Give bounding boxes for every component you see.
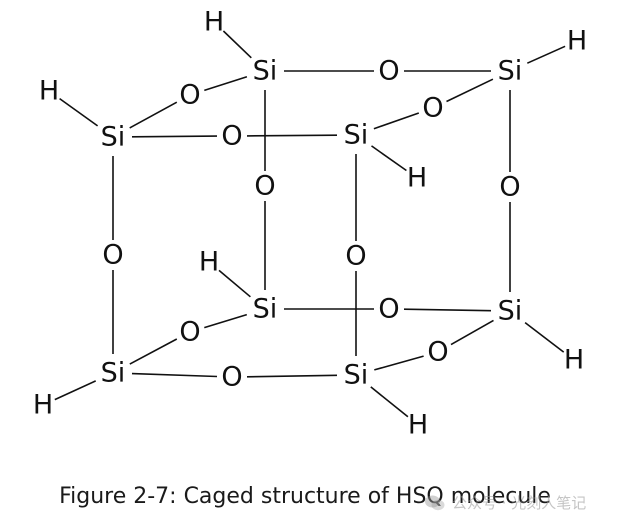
atom-o11: O xyxy=(499,172,520,203)
figure-caption: Figure 2-7: Caged structure of HSQ molec… xyxy=(59,484,551,509)
atom-o4: O xyxy=(221,121,242,152)
atom-h5: H xyxy=(33,390,53,421)
bond-si8-h8 xyxy=(370,386,409,418)
bond-o4-si1 xyxy=(131,135,218,138)
atom-h8: H xyxy=(408,410,428,441)
bond-o3-si4 xyxy=(373,112,420,130)
atom-o9: O xyxy=(102,240,123,271)
bond-si1-o1 xyxy=(129,101,178,129)
atom-o6: O xyxy=(378,294,399,325)
atom-si5: Si xyxy=(101,358,126,389)
bond-si6-h6 xyxy=(218,269,251,298)
atom-h6: H xyxy=(199,247,219,278)
atom-o1: O xyxy=(179,80,200,111)
atom-o8: O xyxy=(221,362,242,393)
atom-si4: Si xyxy=(344,120,369,151)
atom-h4: H xyxy=(407,163,427,194)
atom-h3: H xyxy=(567,26,587,57)
bond-si3-h3 xyxy=(526,45,566,64)
bond-o1-si2 xyxy=(204,76,248,92)
atom-o3: O xyxy=(422,93,443,124)
atom-si6: Si xyxy=(253,294,278,325)
atom-h1: H xyxy=(39,76,59,107)
atom-si7: Si xyxy=(498,296,523,327)
bond-o8-si5 xyxy=(131,372,218,378)
bond-o7-si8 xyxy=(374,355,424,371)
atom-o2: O xyxy=(378,56,399,87)
atom-o7: O xyxy=(427,337,448,368)
bond-si4-o4 xyxy=(246,134,338,137)
wechat-icon xyxy=(425,495,445,510)
bond-o6-si7 xyxy=(403,308,492,312)
atom-o10: O xyxy=(254,171,275,202)
watermark-text: 公众号 · 光刻人笔记 xyxy=(452,494,587,512)
atom-h7: H xyxy=(564,345,584,376)
bond-si3-o3 xyxy=(446,78,494,103)
atom-o12: O xyxy=(345,241,366,272)
bond-si8-o8 xyxy=(246,374,338,378)
atom-si3: Si xyxy=(498,56,523,87)
atom-h2: H xyxy=(204,7,224,38)
watermark: 公众号 · 光刻人笔记 xyxy=(424,492,586,513)
atom-si1: Si xyxy=(101,122,126,153)
bond-si2-h2 xyxy=(222,30,252,59)
atom-si8: Si xyxy=(344,360,369,391)
bond-si1-h1 xyxy=(59,97,99,127)
atom-si2: Si xyxy=(253,56,278,87)
bond-lines xyxy=(54,30,566,418)
bond-o5-si6 xyxy=(204,313,248,329)
bond-si7-h7 xyxy=(524,321,565,353)
bond-si4-h4 xyxy=(371,145,407,172)
bond-si5-o5 xyxy=(129,338,178,365)
bond-si5-h5 xyxy=(54,380,97,401)
bond-si7-o7 xyxy=(450,319,494,346)
atom-o5: O xyxy=(179,317,200,348)
